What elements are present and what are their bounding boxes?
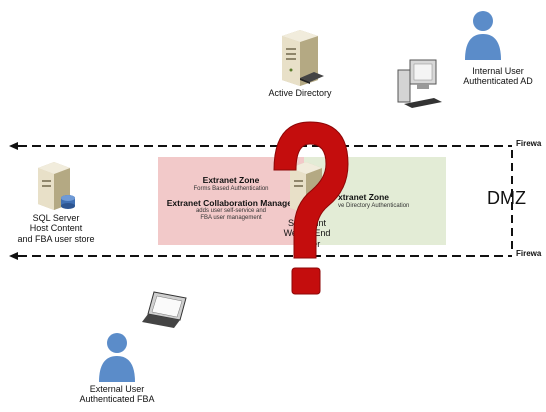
extranet-ad-title: xtranet Zone bbox=[338, 192, 390, 202]
internal-user-label: Internal User Authenticated AD bbox=[450, 66, 546, 87]
workstation-icon bbox=[397, 59, 442, 108]
collab-manager-line-2: FBA user management bbox=[200, 215, 262, 222]
sharepoint-line-2: We End bbox=[262, 228, 352, 238]
extranet-zone-fba-box bbox=[158, 157, 304, 245]
dmz-label: DMZ bbox=[487, 188, 526, 208]
sql-server-line-1: SQL Server bbox=[32, 213, 80, 223]
internal-user-icon bbox=[465, 11, 501, 60]
sharepoint-line-1: S oint bbox=[262, 218, 352, 228]
internal-user-line-1: Internal User bbox=[472, 66, 524, 76]
question-mark-overlay bbox=[273, 121, 349, 295]
firewall-bottom-label: Firewa bbox=[516, 249, 542, 258]
extranet-ad-text: xtranet Zone ve Directory Authentication bbox=[338, 192, 410, 210]
external-user-line-2: Authenticated FBA bbox=[79, 394, 155, 405]
sql-server-icon bbox=[38, 162, 75, 210]
extranet-ad-subtitle: ve Directory Authentication bbox=[338, 202, 410, 209]
active-directory-server-icon bbox=[282, 30, 318, 86]
extranet-fba-title: Extranet Zone bbox=[202, 175, 260, 185]
active-directory-label: Active Directory bbox=[268, 88, 332, 98]
sql-server-line-2: Host Content bbox=[29, 223, 83, 234]
internal-user-line-2: Authenticated AD bbox=[463, 76, 533, 87]
extranet-fba-subtitle: Forms Based Authentication bbox=[193, 185, 269, 192]
collab-manager-title: Extranet Collaboration Manager bbox=[166, 197, 296, 208]
extranet-fba-text: Extranet Zone Forms Based Authentication… bbox=[158, 175, 304, 222]
firewall-top-label: Firewa bbox=[516, 139, 542, 148]
sql-server-label: SQL Server Host Content and FBA user sto… bbox=[6, 213, 106, 244]
sql-server-line-3: and FBA user store bbox=[17, 233, 95, 244]
collab-manager-line-1: adds user self-service and bbox=[195, 208, 267, 215]
keyboard-icon bbox=[300, 72, 324, 84]
external-user-label: External User Authenticated FBA bbox=[62, 384, 172, 405]
external-user-line-1: External User bbox=[89, 384, 145, 394]
external-user-icon bbox=[99, 333, 135, 382]
laptop-icon bbox=[142, 291, 187, 328]
